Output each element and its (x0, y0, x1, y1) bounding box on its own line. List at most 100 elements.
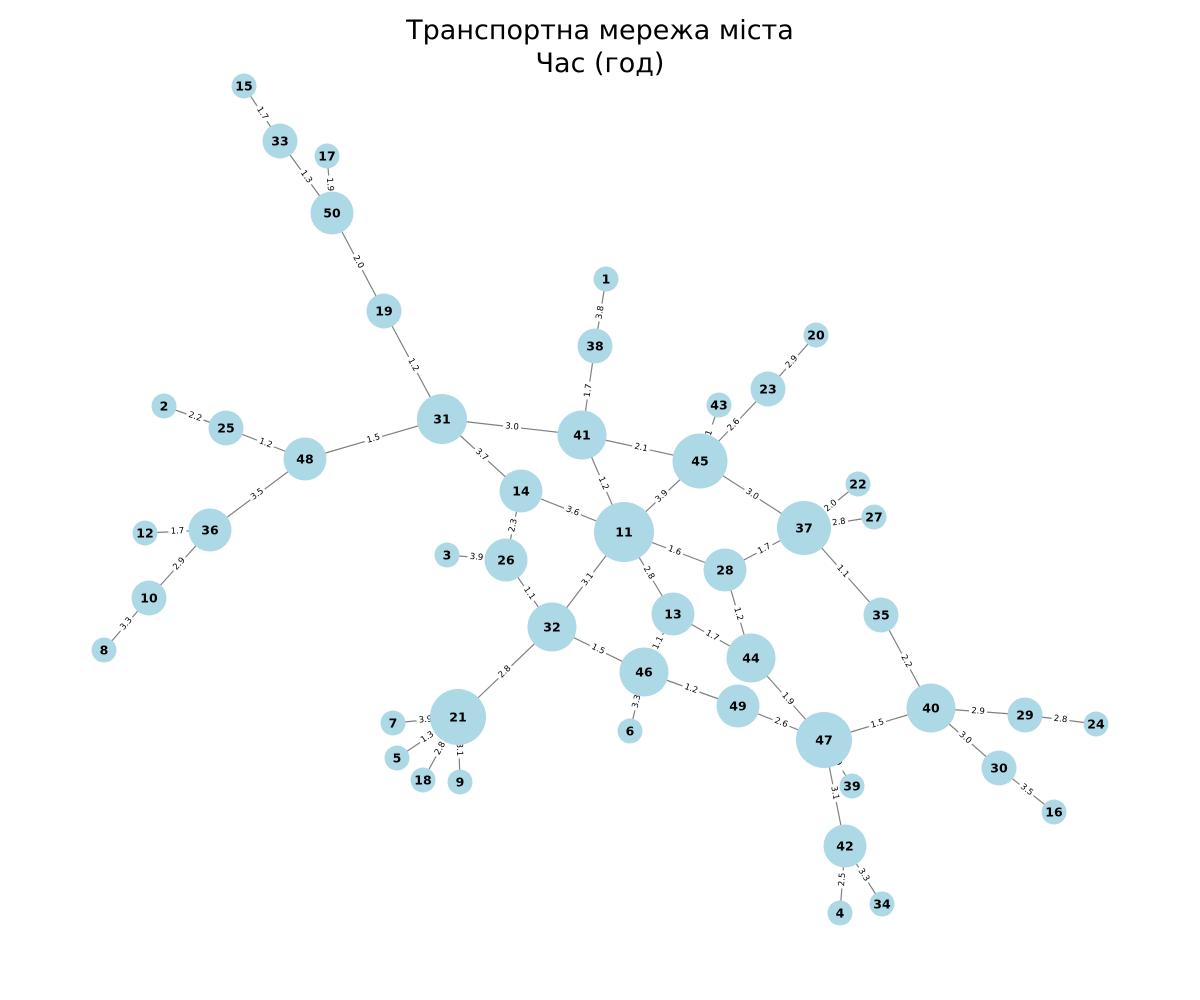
node-9[interactable]: 9 (447, 769, 473, 795)
node-circle[interactable] (861, 504, 887, 530)
node-18[interactable]: 18 (410, 767, 436, 793)
node-circle[interactable] (1041, 799, 1067, 825)
node-circle[interactable] (827, 900, 853, 926)
node-circle[interactable] (1007, 697, 1043, 733)
node-circle[interactable] (863, 597, 899, 633)
node-6[interactable]: 6 (617, 718, 643, 744)
node-circle[interactable] (823, 824, 867, 868)
node-circle[interactable] (557, 410, 607, 460)
node-circle[interactable] (310, 191, 354, 235)
node-23[interactable]: 23 (750, 371, 786, 407)
node-39[interactable]: 39 (839, 773, 865, 799)
node-circle[interactable] (716, 684, 760, 728)
node-36[interactable]: 36 (188, 508, 232, 552)
node-1[interactable]: 1 (593, 266, 619, 292)
node-8[interactable]: 8 (91, 637, 117, 663)
node-19[interactable]: 19 (366, 293, 402, 329)
node-circle[interactable] (845, 471, 871, 497)
node-40[interactable]: 40 (906, 683, 956, 733)
node-29[interactable]: 29 (1007, 697, 1043, 733)
node-17[interactable]: 17 (314, 143, 340, 169)
node-7[interactable]: 7 (380, 710, 406, 736)
node-circle[interactable] (417, 394, 467, 444)
node-circle[interactable] (672, 433, 728, 489)
node-circle[interactable] (499, 469, 543, 513)
node-circle[interactable] (430, 689, 486, 745)
node-circle[interactable] (726, 633, 776, 683)
node-30[interactable]: 30 (981, 750, 1017, 786)
node-12[interactable]: 12 (132, 520, 158, 546)
node-circle[interactable] (777, 501, 831, 555)
node-circle[interactable] (981, 750, 1017, 786)
node-circle[interactable] (750, 371, 786, 407)
node-38[interactable]: 38 (577, 328, 613, 364)
node-circle[interactable] (366, 293, 402, 329)
node-35[interactable]: 35 (863, 597, 899, 633)
node-16[interactable]: 16 (1041, 799, 1067, 825)
node-21[interactable]: 21 (430, 689, 486, 745)
node-circle[interactable] (262, 123, 298, 159)
node-32[interactable]: 32 (527, 602, 577, 652)
node-circle[interactable] (869, 891, 895, 917)
node-2[interactable]: 2 (151, 393, 177, 419)
node-15[interactable]: 15 (231, 73, 257, 99)
node-circle[interactable] (384, 745, 410, 771)
node-37[interactable]: 37 (777, 501, 831, 555)
node-47[interactable]: 47 (796, 712, 852, 768)
node-48[interactable]: 48 (283, 437, 327, 481)
node-28[interactable]: 28 (703, 548, 747, 592)
node-circle[interactable] (706, 392, 732, 418)
node-44[interactable]: 44 (726, 633, 776, 683)
node-circle[interactable] (447, 769, 473, 795)
node-circle[interactable] (593, 266, 619, 292)
node-circle[interactable] (839, 773, 865, 799)
node-circle[interactable] (906, 683, 956, 733)
node-46[interactable]: 46 (619, 647, 669, 697)
node-circle[interactable] (803, 322, 829, 348)
node-49[interactable]: 49 (716, 684, 760, 728)
node-circle[interactable] (188, 508, 232, 552)
node-circle[interactable] (703, 548, 747, 592)
node-45[interactable]: 45 (672, 433, 728, 489)
node-4[interactable]: 4 (827, 900, 853, 926)
node-41[interactable]: 41 (557, 410, 607, 460)
node-circle[interactable] (410, 767, 436, 793)
node-3[interactable]: 3 (434, 542, 460, 568)
node-circle[interactable] (380, 710, 406, 736)
node-circle[interactable] (651, 592, 695, 636)
node-20[interactable]: 20 (803, 322, 829, 348)
node-22[interactable]: 22 (845, 471, 871, 497)
node-circle[interactable] (1083, 711, 1109, 737)
node-circle[interactable] (527, 602, 577, 652)
node-circle[interactable] (594, 502, 654, 562)
node-43[interactable]: 43 (706, 392, 732, 418)
node-31[interactable]: 31 (417, 394, 467, 444)
node-circle[interactable] (314, 143, 340, 169)
node-circle[interactable] (283, 437, 327, 481)
node-circle[interactable] (619, 647, 669, 697)
node-34[interactable]: 34 (869, 891, 895, 917)
node-circle[interactable] (617, 718, 643, 744)
node-25[interactable]: 25 (208, 410, 244, 446)
node-24[interactable]: 24 (1083, 711, 1109, 737)
node-circle[interactable] (231, 73, 257, 99)
node-circle[interactable] (577, 328, 613, 364)
node-circle[interactable] (484, 538, 528, 582)
node-5[interactable]: 5 (384, 745, 410, 771)
node-10[interactable]: 10 (131, 580, 167, 616)
node-circle[interactable] (132, 520, 158, 546)
node-circle[interactable] (796, 712, 852, 768)
node-14[interactable]: 14 (499, 469, 543, 513)
node-11[interactable]: 11 (594, 502, 654, 562)
node-13[interactable]: 13 (651, 592, 695, 636)
node-42[interactable]: 42 (823, 824, 867, 868)
node-27[interactable]: 27 (861, 504, 887, 530)
node-50[interactable]: 50 (310, 191, 354, 235)
node-26[interactable]: 26 (484, 538, 528, 582)
node-circle[interactable] (91, 637, 117, 663)
node-circle[interactable] (151, 393, 177, 419)
node-circle[interactable] (131, 580, 167, 616)
node-circle[interactable] (434, 542, 460, 568)
node-circle[interactable] (208, 410, 244, 446)
node-33[interactable]: 33 (262, 123, 298, 159)
